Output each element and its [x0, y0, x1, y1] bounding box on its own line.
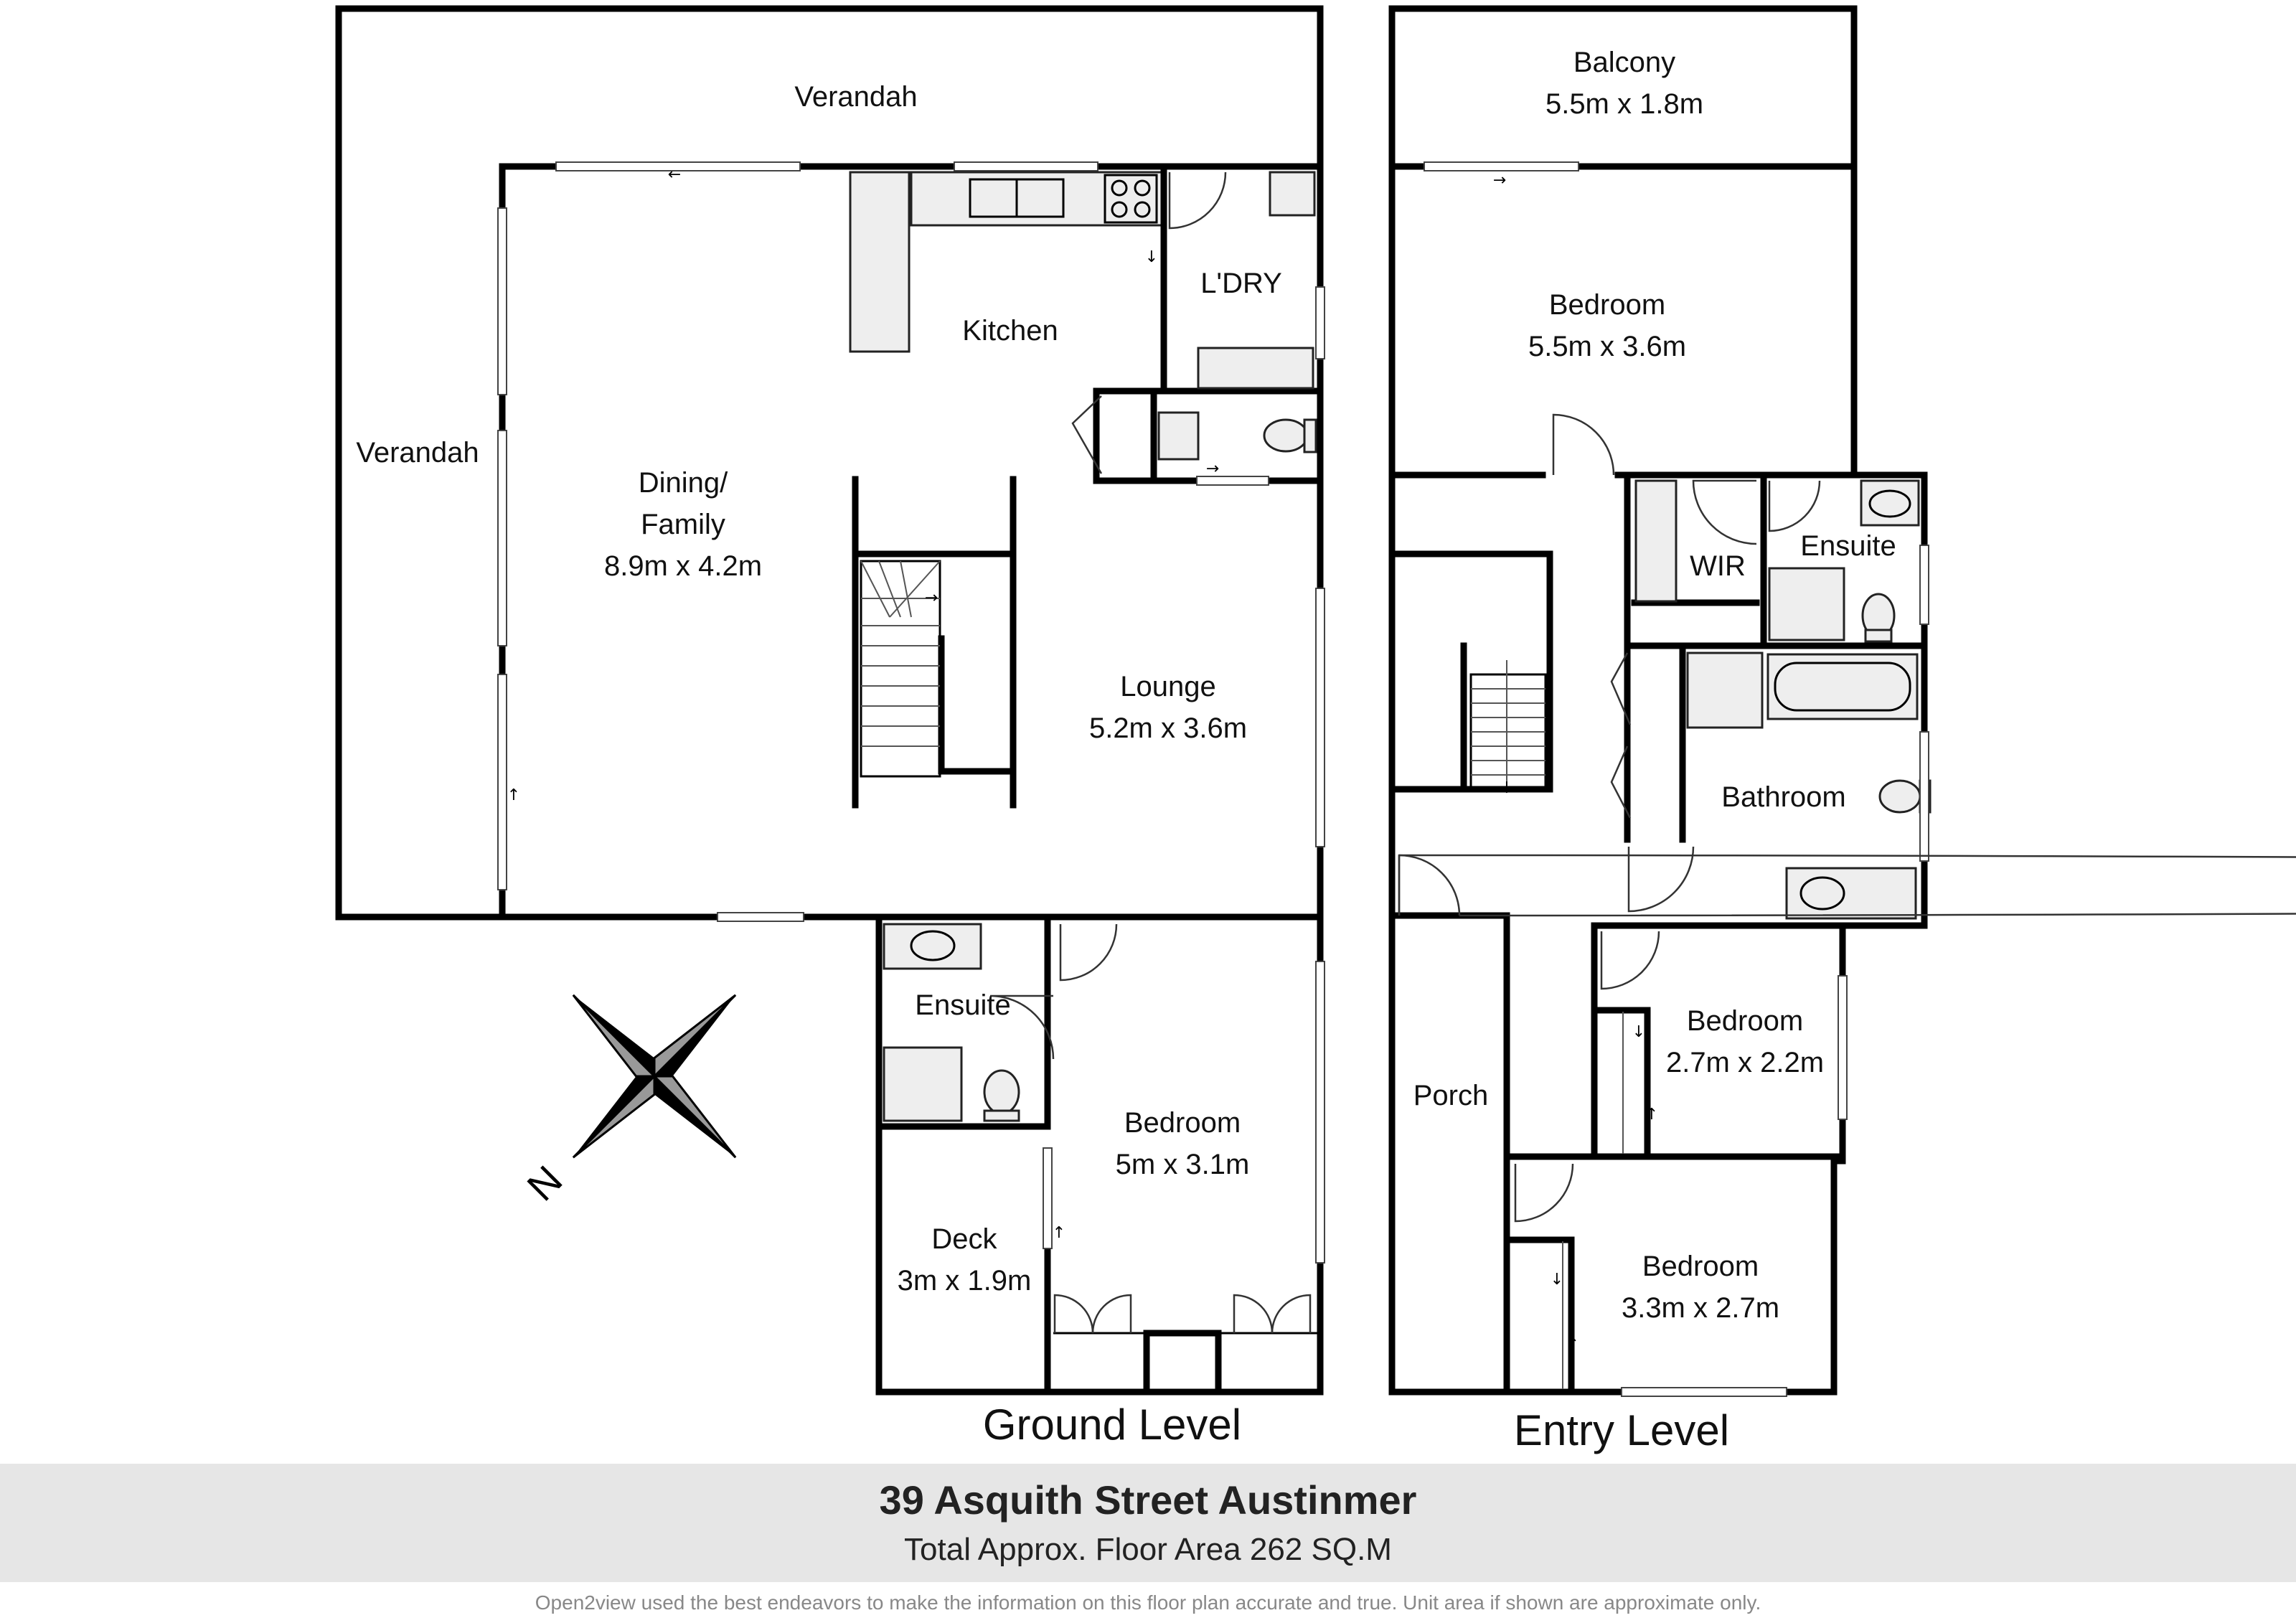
disclaimer-text: Open2view used the best endeavors to mak…	[535, 1591, 1761, 1614]
bedroom-2-door	[1600, 931, 1660, 990]
porch-label: Porch	[1413, 1080, 1489, 1111]
kitchen-label: Kitchen	[962, 315, 1058, 347]
verandah-outline	[335, 5, 1324, 921]
sliding-door-left	[497, 674, 507, 890]
svg-text:↓: ↓	[1632, 1023, 1645, 1041]
laundry-tub-icon	[1269, 171, 1316, 217]
dining-label-line2: Family	[641, 509, 725, 540]
svg-text:→: →	[1206, 460, 1219, 478]
ensuite-shower-icon	[883, 1046, 963, 1122]
bedroom-2-size: 2.7m x 2.2m	[1666, 1047, 1824, 1078]
bedroom-3-label: Bedroom	[1642, 1251, 1759, 1282]
staircase	[860, 560, 941, 778]
bathroom-vanity-icon	[1785, 867, 1917, 920]
deck-label: Deck	[931, 1223, 997, 1255]
svg-text:↓: ↓	[1145, 248, 1158, 266]
lounge-size: 5.2m x 3.6m	[1089, 712, 1247, 744]
bathroom-toilet-icon	[1878, 779, 1921, 814]
property-address: 39 Asquith Street Austinmer	[879, 1477, 1417, 1523]
ground-bedroom-size: 5m x 3.1m	[1116, 1149, 1250, 1180]
laundry-label: L'DRY	[1200, 268, 1282, 299]
main-bedroom-label: Bedroom	[1549, 289, 1665, 321]
svg-text:←: ←	[668, 166, 681, 184]
window-left-1	[497, 207, 507, 395]
svg-text:→: →	[1493, 171, 1506, 189]
verandah-side-label: Verandah	[356, 437, 479, 469]
bedroom-3-door	[1514, 1163, 1574, 1223]
ground-level-title: Ground Level	[983, 1401, 1241, 1449]
window-left-2	[497, 430, 507, 646]
floor-area-text: Total Approx. Floor Area 262 SQ.M	[904, 1532, 1392, 1567]
bathtub-icon	[1766, 653, 1919, 720]
ground-ensuite-label: Ensuite	[915, 989, 1010, 1021]
ensuite-door	[989, 994, 1055, 1060]
footer-band	[0, 1464, 2296, 1582]
linen-doors	[1610, 652, 1632, 819]
powder-door	[1071, 395, 1103, 474]
bedroom-2-label: Bedroom	[1687, 1005, 1803, 1037]
house-outline	[499, 163, 1324, 921]
svg-text:↑: ↑	[1053, 1224, 1065, 1242]
lounge-label: Lounge	[1120, 671, 1215, 702]
svg-text:→: →	[925, 589, 938, 607]
compass-north-label: N	[518, 1157, 570, 1209]
ground-bedroom-label: Bedroom	[1124, 1107, 1241, 1139]
wir-shelf	[1634, 479, 1678, 603]
svg-text:↑: ↑	[1645, 1106, 1658, 1124]
entry-ensuite-label: Ensuite	[1800, 530, 1896, 562]
entry-ensuite-door	[1768, 480, 1821, 532]
svg-text:↓: ↓	[1500, 779, 1513, 797]
bathroom-label: Bathroom	[1721, 781, 1845, 813]
svg-text:↑: ↑	[1566, 1335, 1579, 1353]
svg-text:↑: ↑	[507, 786, 520, 804]
entry-ensuite-shower-icon	[1768, 567, 1845, 641]
deck-size: 3m x 1.9m	[898, 1265, 1032, 1297]
kitchen-island	[849, 171, 911, 353]
entry-staircase	[1469, 660, 1547, 791]
dining-label-line1: Dining/	[639, 467, 728, 499]
balcony-size: 5.5m x 1.8m	[1545, 88, 1703, 120]
porch-door	[1398, 854, 1461, 916]
laundry-door	[1168, 171, 1227, 230]
compass-rose-icon	[572, 994, 737, 1159]
window-bottom	[717, 912, 804, 922]
toilet-icon	[1263, 418, 1309, 453]
ensuite-toilet-icon	[983, 1069, 1020, 1115]
bathroom-door	[1627, 846, 1695, 913]
wir-label: WIR	[1690, 550, 1746, 582]
cooktop-icon	[1104, 174, 1158, 224]
bathroom-shower-icon	[1686, 651, 1764, 729]
laundry-bench	[1197, 347, 1314, 390]
entry-level-title: Entry Level	[1514, 1406, 1729, 1454]
verandah-top-label: Verandah	[794, 81, 917, 113]
basin-icon	[1157, 411, 1200, 461]
bedroom-3-size: 3.3m x 2.7m	[1622, 1292, 1779, 1324]
ground-level-plan: ← ↑ ↓ →	[335, 5, 1325, 1449]
svg-text:↓: ↓	[1551, 1271, 1563, 1289]
main-bedroom-door	[1552, 413, 1615, 476]
window-top	[954, 161, 1098, 171]
bedroom-door	[1059, 923, 1118, 982]
balcony-outline	[1388, 5, 1858, 170]
dining-size: 8.9m x 4.2m	[604, 550, 762, 582]
entry-level-plan: →	[1388, 5, 2296, 1454]
wir-door	[1692, 479, 1757, 545]
bedroom-wing-outline	[875, 913, 1324, 1396]
sliding-door-top	[555, 161, 801, 171]
main-bedroom-size: 5.5m x 3.6m	[1528, 331, 1686, 362]
balcony-label: Balcony	[1573, 47, 1675, 78]
